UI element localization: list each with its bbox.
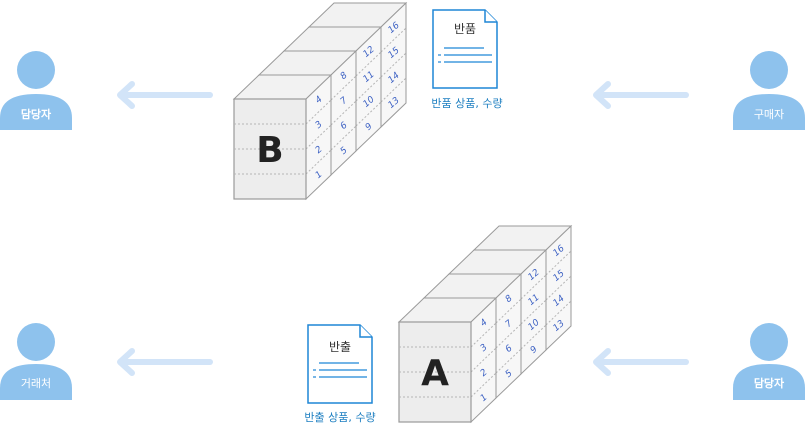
person-bottom-left: 거래처 (0, 323, 72, 400)
rack-cell-label: 6 (339, 120, 350, 132)
person-label: 거래처 (21, 377, 51, 390)
person-icon (750, 323, 788, 361)
person-icon (17, 323, 55, 361)
rack-cell-label: 8 (504, 293, 515, 305)
document-top: 반품 반품 상품, 수량 (431, 9, 503, 110)
rack-cell-label: 4 (479, 317, 490, 329)
rack-cell-label: 5 (339, 145, 350, 157)
document-icon (432, 9, 498, 89)
rack-cell-label: 9 (529, 344, 540, 356)
person-icon (750, 51, 788, 89)
rack-cell-label: 4 (314, 94, 325, 106)
document-caption: 반출 상품, 수량 (304, 411, 375, 424)
person-bottom-right: 담당자 (733, 323, 805, 400)
document-bottom: 반출 반출 상품, 수량 (304, 324, 376, 424)
person-icon (17, 51, 55, 89)
rack-cell-label: 6 (504, 343, 515, 355)
document-title: 반출 (329, 340, 351, 354)
document-title: 반품 (454, 22, 476, 36)
person-top-right: 구매자 (733, 51, 805, 130)
rack-cell-label: 5 (504, 368, 515, 380)
rack-cell-label: 3 (479, 342, 490, 354)
rack-cell-label: 2 (314, 144, 325, 156)
person-label: 구매자 (754, 108, 784, 121)
rack-cell-label: 1 (314, 170, 325, 181)
person-label: 담당자 (754, 376, 785, 390)
rack-cell-label: 7 (504, 318, 515, 330)
rack-cell-label: 2 (479, 367, 490, 379)
document-caption: 반품 상품, 수량 (431, 97, 502, 110)
rack-cell-label: 8 (339, 70, 350, 82)
rack-cell-label: 3 (314, 119, 325, 131)
rack-cell-label: 9 (364, 121, 375, 133)
rack-letter: B (256, 130, 283, 171)
document-icon (307, 324, 373, 404)
rack-cell-label: 7 (339, 95, 350, 107)
rack-letter: A (421, 353, 449, 394)
person-top-left: 담당자 (0, 51, 72, 130)
person-label: 담당자 (21, 107, 52, 121)
rack-cell-label: 1 (479, 393, 490, 404)
